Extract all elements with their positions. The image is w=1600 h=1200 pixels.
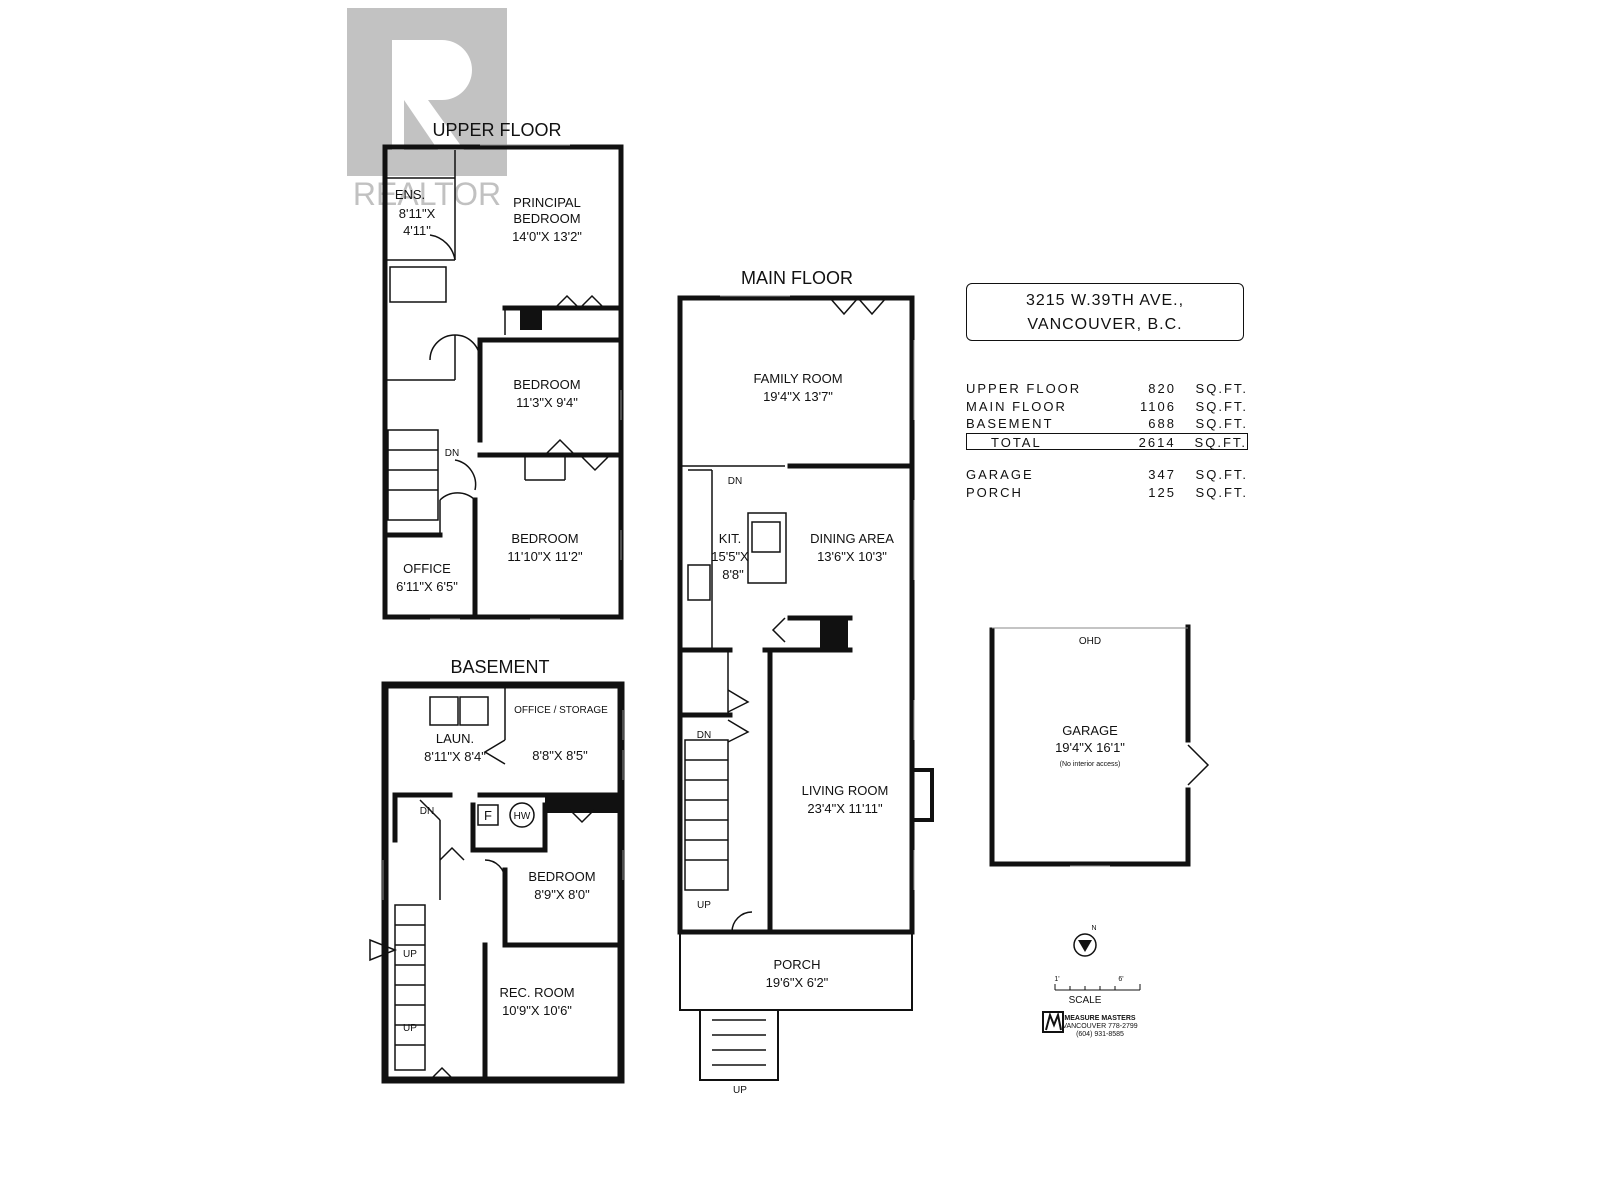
main-dn-label-1: DN [728,476,742,487]
garage-dim: 19'4"X 16'1" [1055,740,1125,755]
rec-room-name: REC. ROOM [499,985,574,1000]
hot-water-label: HW [514,811,531,822]
realtor-logo: REALTOR [347,8,507,212]
compass-n-label: N [1091,925,1096,932]
garage-plan [989,624,1210,867]
area-value: 688 [1148,416,1176,431]
main-dn-label-2: DN [697,730,711,741]
principal-bedroom-name1: PRINCIPAL [513,195,581,210]
north-arrow-icon [1073,933,1097,957]
living-room-dim: 23'4"X 11'11" [807,801,883,816]
family-room-dim: 19'4"X 13'7" [763,389,833,404]
extra-value: 347 [1148,467,1176,482]
laundry-name: LAUN. [436,731,474,746]
kitchen-dim2: 8'8" [722,567,744,582]
realtor-wordmark: REALTOR [353,176,501,212]
basement-up-label-2: UP [403,1023,417,1034]
upper-floor-title: UPPER FLOOR [432,120,561,140]
maker-line1: VANCOUVER 778-2799 [1062,1023,1137,1030]
area-value: 1106 [1140,398,1176,414]
extra-name: PORCH [966,484,1023,500]
basement-bedroom-name: BEDROOM [528,869,595,884]
total-value: 2614 [1138,434,1176,450]
area-name: BASEMENT [966,416,1054,431]
main-floor-title: MAIN FLOOR [741,268,853,288]
area-row-garage: GARAGE 347 SQ.FT. [966,466,1248,484]
area-name: MAIN FLOOR [966,398,1067,414]
dining-area-dim: 13'6"X 10'3" [817,549,887,564]
office-dim: 6'11"X 6'5" [396,579,458,594]
principal-bedroom-dim: 14'0"X 13'2" [512,229,582,244]
basement-dn-label: DN [420,806,434,817]
kitchen-dim1: 15'5"X [711,549,749,564]
main-floor-plan [677,295,934,1081]
kitchen-name: KIT. [719,531,741,546]
total-unit: SQ.FT. [1194,434,1247,450]
basement-plan [369,681,625,1084]
scale-left-label: 1' [1054,976,1059,983]
area-summary: UPPER FLOOR 820 SQ.FT. MAIN FLOOR 1106 S… [966,380,1248,501]
rec-room-dim: 10'9"X 10'6" [502,1003,572,1018]
garage-note: (No interior access) [1060,761,1121,768]
maker-phone: (604) 931-8585 [1076,1031,1124,1038]
office-name: OFFICE [403,561,451,576]
ens-dim2: 4'11" [403,223,431,238]
garage-ohd-label: OHD [1079,636,1101,647]
area-row-porch: PORCH 125 SQ.FT. [966,484,1248,502]
scale-label: SCALE [1069,995,1102,1006]
area-unit: SQ.FT. [1195,381,1248,396]
upper-dn-label: DN [445,448,459,459]
extra-name: GARAGE [966,467,1034,482]
living-room-name: LIVING ROOM [802,783,889,798]
maker-name: MEASURE MASTERS [1064,1015,1136,1022]
scale-bar [1054,984,1141,991]
extra-unit: SQ.FT. [1195,467,1248,482]
dining-area-name: DINING AREA [810,531,894,546]
scale-right-label: 6' [1118,976,1123,983]
address-line-2: VANCOUVER, B.C. [1027,316,1183,333]
furnace-label: F [484,808,492,823]
area-row-total: TOTAL 2614 SQ.FT. [966,432,1248,450]
address-line-1: 3215 W.39TH AVE., [1025,292,1185,309]
upper-floor-plan [382,144,624,620]
family-room-name: FAMILY ROOM [753,371,842,386]
measure-masters-logo [1042,1011,1064,1033]
extra-unit: SQ.FT. [1195,484,1248,500]
area-unit: SQ.FT. [1195,416,1248,431]
basement-office-dim: 8'8"X 8'5" [532,748,588,763]
total-name: TOTAL [991,434,1042,450]
ens-name: ENS. [395,187,425,202]
basement-bedroom-dim: 8'9"X 8'0" [534,887,590,902]
garage-name: GARAGE [1062,723,1118,738]
main-up-label-1: UP [697,900,711,911]
area-value: 820 [1148,381,1176,396]
porch-name: PORCH [774,957,821,972]
area-unit: SQ.FT. [1195,398,1248,414]
laundry-dim: 8'11"X 8'4" [424,749,486,764]
basement-office-name: OFFICE / STORAGE [514,705,608,716]
main-up-label-2: UP [733,1085,747,1096]
bedroom-1-name: BEDROOM [513,377,580,392]
bedroom-2-name: BEDROOM [511,531,578,546]
extra-value: 125 [1148,484,1176,500]
bedroom-1-dim: 11'3"X 9'4" [516,395,578,410]
basement-up-label-1: UP [403,949,417,960]
principal-bedroom-name2: BEDROOM [513,211,580,226]
area-row-main: MAIN FLOOR 1106 SQ.FT. [966,398,1248,416]
bedroom-2-dim: 11'10"X 11'2" [507,549,583,564]
address-box: 3215 W.39TH AVE., VANCOUVER, B.C. [966,283,1244,341]
ens-dim1: 8'11"X [399,206,436,221]
basement-title: BASEMENT [450,657,549,677]
area-row-upper: UPPER FLOOR 820 SQ.FT. [966,380,1248,398]
porch-dim: 19'6"X 6'2" [766,975,829,990]
area-row-basement: BASEMENT 688 SQ.FT. [966,415,1248,433]
area-name: UPPER FLOOR [966,381,1082,396]
